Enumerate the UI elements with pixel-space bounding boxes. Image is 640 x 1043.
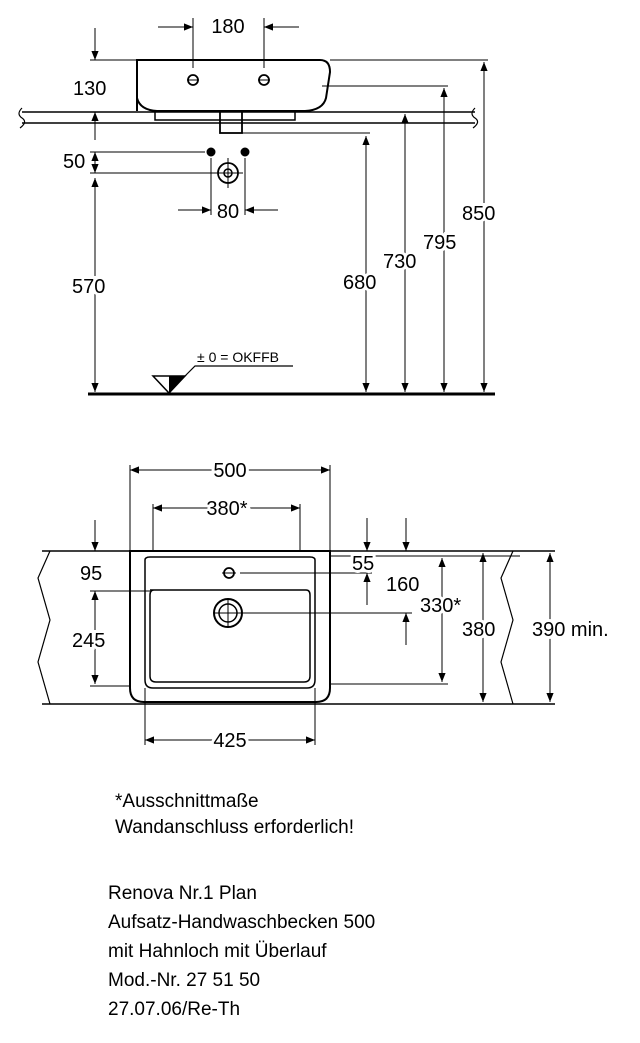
technical-drawing: 180 130 50 80 570 680 730 795 850 ± 0 = … <box>18 16 609 752</box>
basin-top-outline <box>129 550 331 703</box>
product-type: Aufsatz-Handwaschbecken 500 <box>108 912 376 933</box>
dim-55: 55 <box>352 553 374 575</box>
dim-180: 180 <box>211 16 244 38</box>
product-features: mit Hahnloch mit Überlauf <box>108 941 327 962</box>
dim-245: 245 <box>72 630 105 652</box>
supply-right-icon <box>240 147 250 157</box>
dim-95: 95 <box>80 563 102 585</box>
dim-330-cutout: 330* <box>420 595 461 617</box>
dim-500: 500 <box>213 460 246 482</box>
notes-block: *Ausschnittmaße Wandanschluss erforderli… <box>115 789 354 841</box>
drawing-date: 27.07.06/Re-Th <box>108 999 241 1020</box>
top-view <box>37 465 555 745</box>
product-name: Renova Nr.1 Plan <box>108 883 257 904</box>
supply-left-icon <box>206 147 216 157</box>
dim-50: 50 <box>63 151 85 173</box>
model-number: Mod.-Nr. 27 51 50 <box>108 970 261 991</box>
dim-680: 680 <box>343 272 376 294</box>
dim-850: 850 <box>462 203 495 225</box>
side-view <box>18 18 495 396</box>
wall-connection-note: Wandanschluss erforderlich! <box>115 817 355 838</box>
dim-380: 380 <box>462 619 495 641</box>
drain-stub <box>219 110 243 134</box>
dim-130: 130 <box>73 78 106 100</box>
dim-425: 425 <box>213 730 246 752</box>
cutout-note: *Ausschnittmaße <box>115 791 259 812</box>
dim-160: 160 <box>386 574 419 596</box>
dim-390-min: 390 min. <box>532 619 609 641</box>
dim-795: 795 <box>423 232 456 254</box>
dim-570: 570 <box>72 276 105 298</box>
product-info: Renova Nr.1 Plan Aufsatz-Handwaschbecken… <box>108 879 375 1024</box>
basin-side-profile <box>136 59 332 112</box>
dim-730: 730 <box>383 251 416 273</box>
dim-380-cutout: 380* <box>206 498 247 520</box>
dim-80: 80 <box>217 201 239 223</box>
floor-reference-label: ± 0 = OKFFB <box>197 349 279 365</box>
